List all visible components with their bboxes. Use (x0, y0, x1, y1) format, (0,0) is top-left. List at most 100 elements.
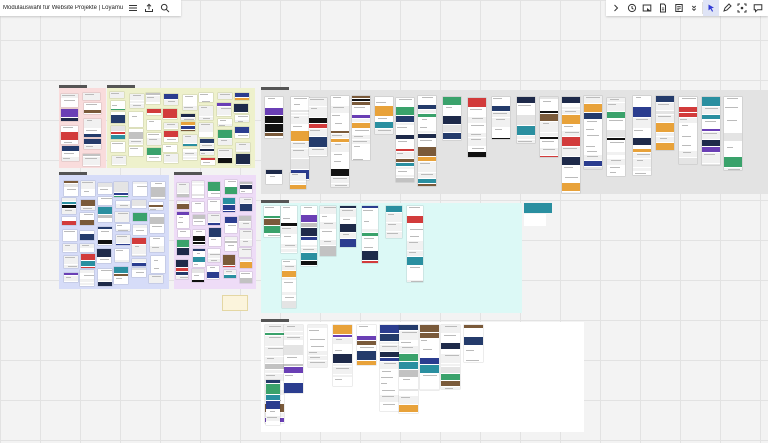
website-screenshot[interactable] (83, 93, 100, 100)
website-screenshot[interactable] (464, 325, 483, 362)
website-screenshot[interactable] (183, 95, 197, 110)
website-screenshot[interactable] (80, 213, 94, 225)
website-screenshot[interactable] (112, 156, 126, 165)
website-screenshot[interactable] (225, 237, 237, 251)
website-screenshot[interactable] (218, 149, 232, 163)
website-screenshot[interactable] (132, 268, 146, 277)
website-screenshot[interactable] (386, 206, 402, 238)
website-screenshot[interactable] (98, 269, 112, 286)
website-screenshot[interactable] (208, 182, 220, 197)
website-screenshot[interactable] (418, 96, 436, 186)
website-screenshot[interactable] (111, 112, 125, 123)
website-screenshot[interactable] (116, 224, 130, 231)
website-screenshot[interactable] (209, 228, 221, 246)
hamburger-menu-icon[interactable] (125, 0, 141, 16)
website-screenshot[interactable] (177, 183, 189, 197)
website-screenshot[interactable] (223, 255, 235, 267)
select-cursor-icon[interactable] (703, 0, 719, 16)
more-chevrons-icon[interactable] (687, 0, 703, 16)
website-screenshot[interactable] (98, 227, 112, 245)
website-screenshot[interactable] (115, 212, 129, 222)
website-screenshot[interactable] (656, 96, 674, 150)
website-screenshot[interactable] (151, 256, 165, 273)
website-screenshot[interactable] (702, 97, 720, 165)
website-screenshot[interactable] (240, 230, 252, 246)
website-screenshot[interactable] (234, 104, 248, 113)
upload-export-icon[interactable] (141, 0, 157, 16)
website-screenshot[interactable] (199, 106, 213, 120)
website-screenshot[interactable] (183, 135, 197, 146)
website-screenshot[interactable] (199, 93, 213, 102)
website-screenshot[interactable] (193, 249, 205, 267)
website-screenshot[interactable] (562, 97, 580, 193)
website-screenshot[interactable] (264, 206, 280, 237)
website-screenshot[interactable] (633, 96, 651, 175)
website-screenshot[interactable] (116, 201, 130, 208)
website-screenshot[interactable] (468, 98, 486, 157)
website-screenshot[interactable] (63, 230, 77, 241)
website-screenshot[interactable] (266, 170, 282, 184)
website-screenshot[interactable] (239, 248, 251, 257)
website-screenshot[interactable] (149, 275, 163, 283)
website-screenshot[interactable] (584, 96, 602, 169)
website-screenshot[interactable] (308, 325, 327, 367)
website-screenshot[interactable] (517, 97, 535, 143)
website-screenshot[interactable] (492, 97, 510, 139)
website-screenshot[interactable] (80, 231, 94, 240)
website-screenshot[interactable] (98, 207, 112, 222)
website-screenshot[interactable] (407, 206, 423, 282)
website-screenshot[interactable] (80, 270, 94, 286)
website-screenshot[interactable] (84, 103, 101, 114)
website-screenshot[interactable] (62, 217, 76, 225)
website-screenshot[interactable] (443, 97, 461, 140)
website-screenshot[interactable] (164, 154, 178, 163)
website-screenshot[interactable] (111, 101, 125, 110)
website-screenshot[interactable] (331, 96, 349, 187)
notes-icon[interactable] (671, 0, 687, 16)
website-screenshot[interactable] (62, 198, 76, 214)
website-screenshot[interactable] (352, 96, 370, 160)
website-screenshot[interactable] (362, 206, 378, 263)
website-screenshot[interactable] (111, 126, 125, 139)
website-screenshot[interactable] (64, 256, 78, 268)
website-screenshot[interactable] (192, 181, 204, 198)
website-screenshot[interactable] (320, 206, 336, 256)
website-screenshot[interactable] (61, 109, 78, 121)
website-screenshot[interactable] (164, 123, 178, 129)
website-screenshot[interactable] (218, 130, 232, 145)
website-screenshot[interactable] (84, 139, 101, 149)
website-screenshot[interactable] (225, 180, 237, 194)
website-screenshot[interactable] (147, 148, 161, 161)
website-screenshot[interactable] (114, 267, 128, 284)
expand-chevron-icon[interactable] (608, 0, 624, 16)
comment-icon[interactable] (750, 0, 766, 16)
timer-icon[interactable] (624, 0, 640, 16)
website-screenshot[interactable] (218, 119, 232, 126)
website-screenshot[interactable] (181, 122, 195, 131)
website-screenshot[interactable] (116, 235, 130, 245)
website-screenshot[interactable] (284, 325, 303, 393)
website-screenshot[interactable] (223, 198, 235, 212)
website-screenshot[interactable] (111, 142, 125, 152)
website-screenshot[interactable] (97, 249, 111, 263)
website-screenshot[interactable] (396, 98, 414, 182)
website-screenshot[interactable] (132, 259, 146, 266)
website-screenshot[interactable] (181, 114, 195, 120)
website-screenshot[interactable] (150, 237, 164, 252)
website-screenshot[interactable] (208, 249, 220, 262)
website-screenshot[interactable] (151, 182, 165, 199)
website-screenshot[interactable] (240, 259, 252, 268)
website-screenshot[interactable] (150, 214, 164, 233)
website-screenshot[interactable] (290, 173, 306, 189)
website-screenshot[interactable] (235, 127, 249, 138)
website-screenshot[interactable] (291, 97, 309, 180)
website-screenshot[interactable] (130, 94, 144, 108)
board-title[interactable]: Modulauswahl für Website Projekte | Loya… (3, 5, 124, 11)
website-screenshot[interactable] (163, 145, 177, 152)
website-screenshot[interactable] (163, 109, 177, 119)
website-screenshot[interactable] (282, 260, 296, 308)
website-screenshot[interactable] (375, 97, 393, 134)
website-screenshot[interactable] (235, 93, 249, 100)
website-screenshot[interactable] (183, 149, 197, 160)
website-screenshot[interactable] (61, 126, 78, 144)
